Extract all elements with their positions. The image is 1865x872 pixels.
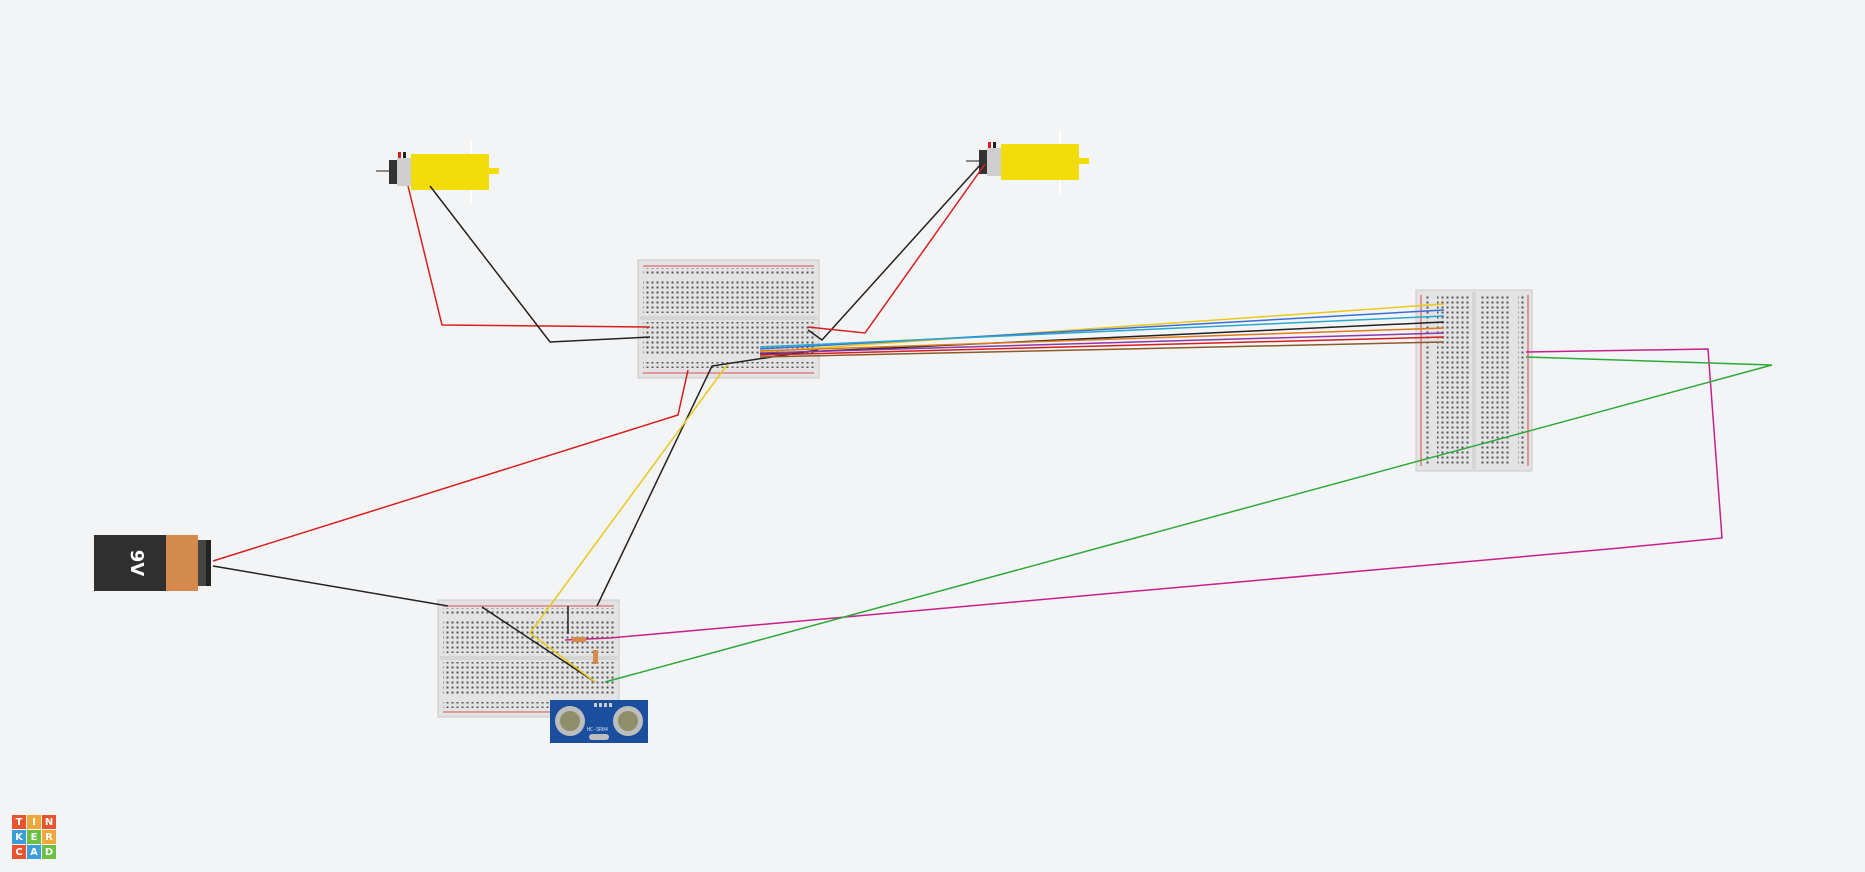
logo-letter: I — [27, 815, 41, 829]
wire-magenta-long — [564, 348, 1723, 641]
resistor-2 — [593, 650, 598, 664]
logo-letter: N — [42, 815, 56, 829]
breadboard-secondary[interactable] — [437, 599, 620, 718]
wire-red-motor2 — [807, 163, 986, 334]
wire-yellow-bb — [529, 632, 596, 683]
breadboard-vertical[interactable] — [1415, 289, 1533, 472]
wire-black-bb-link — [596, 349, 819, 607]
logo-letter: T — [12, 815, 26, 829]
wire-black-motor1 — [429, 185, 651, 343]
logo-letter: R — [42, 830, 56, 844]
wire-black-motor2 — [807, 163, 982, 341]
wire-red-bundle — [759, 336, 1445, 356]
wire-green-long — [604, 356, 1773, 683]
wire-black-battery — [212, 565, 449, 607]
dc-motor-right[interactable] — [966, 130, 1089, 194]
wire-yellow-sensor — [529, 364, 728, 634]
breadboard-main[interactable] — [637, 259, 820, 379]
wire-orange-bundle — [759, 327, 1445, 352]
wire-purple-bundle — [759, 332, 1445, 354]
wire-black-sensor — [481, 606, 596, 683]
tinkercad-logo: T I N K E R C A D — [12, 815, 56, 859]
logo-letter: C — [12, 845, 26, 859]
wire-brown-bundle — [759, 341, 1445, 358]
dc-motor-left[interactable] — [376, 140, 499, 204]
wire-red-battery — [212, 369, 689, 562]
logo-letter: D — [42, 845, 56, 859]
logo-letter: K — [12, 830, 26, 844]
logo-letter: A — [27, 845, 41, 859]
wire-black-bundle — [759, 321, 1445, 355]
battery-label: 9V — [126, 549, 147, 577]
logo-letter: E — [27, 830, 41, 844]
wire-cyan-bundle — [759, 315, 1445, 348]
ultrasonic-sensor[interactable] — [550, 700, 648, 743]
wire-red-motor1 — [407, 185, 651, 328]
sensor-label: HC-SR04 — [587, 727, 609, 733]
wire-yellow-bundle — [759, 303, 1445, 353]
battery-9v[interactable] — [94, 535, 211, 591]
wires[interactable] — [212, 163, 1773, 683]
resistor-1 — [572, 637, 586, 642]
